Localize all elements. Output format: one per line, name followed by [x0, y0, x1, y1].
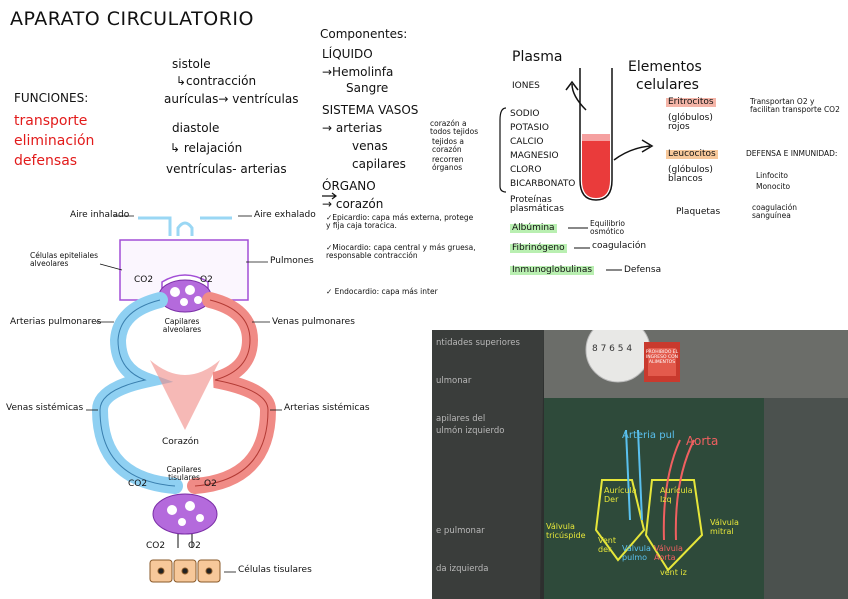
chalk-vent-iz: vent iz [660, 568, 687, 577]
chalk-auricula-der: Aurícula Der [604, 486, 634, 504]
clock-digits: 8 7 6 5 4 [592, 344, 632, 354]
chalk-aorta: Aorta [686, 434, 718, 448]
celulas-epiteliales-label: Células epiteliales alveolares [30, 252, 100, 269]
corazon-arrow [322, 193, 336, 199]
venas-pulmonares-label: Venas pulmonares [272, 318, 355, 327]
ions-brace [500, 108, 506, 192]
corazon-diagram-label: Corazón [162, 438, 199, 447]
capilares-alveolares-label: Capilares alveolares [152, 318, 212, 335]
o2-mid-label: O2 [204, 480, 217, 489]
projection-line-2: ulmonar [436, 376, 471, 386]
classroom-photo: ntidades superiores ulmonar apilares del… [432, 330, 848, 599]
projection-line-4: ulmón izquierdo [436, 426, 504, 436]
food-sign: PROHIBIDO EL INGRESO CON ALIMENTOS [644, 350, 680, 365]
projection-line-1: ntidades superiores [436, 338, 520, 348]
venas-sistemicas-label: Venas sistémicas [6, 404, 83, 413]
test-tube-drawing [580, 68, 612, 200]
projection-line-5: e pulmonar [436, 526, 485, 536]
projection-line-6: da izquierda [436, 564, 488, 574]
chalk-auricula-izq: Aurícula Izq [660, 486, 694, 504]
arterias-sistemicas-label: Arterias sistémicas [284, 404, 370, 413]
aire-exhalado-label: Aire exhalado [254, 211, 316, 220]
co2-mid-label: CO2 [128, 480, 147, 489]
tissue-capillary [153, 494, 217, 534]
celulas-tisulares-label: Células tisulares [238, 566, 312, 575]
aire-inhalado-label: Aire inhalado [70, 211, 129, 220]
chalk-valvula-mitral: Válvula mitral [710, 518, 760, 536]
airway [138, 218, 232, 236]
chalk-vent-der: Vent der [598, 536, 624, 554]
protein-arrows [568, 228, 622, 270]
tissue-cells [150, 560, 220, 582]
o2-top-label: O2 [200, 276, 213, 285]
chalk-valvula-tricuspide: Válvula tricúspide [546, 522, 596, 540]
chalk-arteria-pul: Arteria pul [622, 430, 675, 441]
components-arrows [322, 193, 336, 199]
projection-line-3: apilares del [436, 414, 485, 424]
o2-bottom-label: O2 [188, 542, 201, 551]
co2-bottom-label: CO2 [146, 542, 165, 551]
heart-center [150, 360, 220, 430]
arterias-pulmonares-label: Arterias pulmonares [10, 318, 101, 327]
elements-arrow [614, 146, 650, 160]
chalk-valvula-aorta: Válvula Aorta [654, 544, 686, 562]
co2-top-label: CO2 [134, 276, 153, 285]
chalk-valvula-pulmo: Válvula pulmo [622, 544, 652, 562]
pulmones-label: Pulmones [270, 257, 314, 266]
